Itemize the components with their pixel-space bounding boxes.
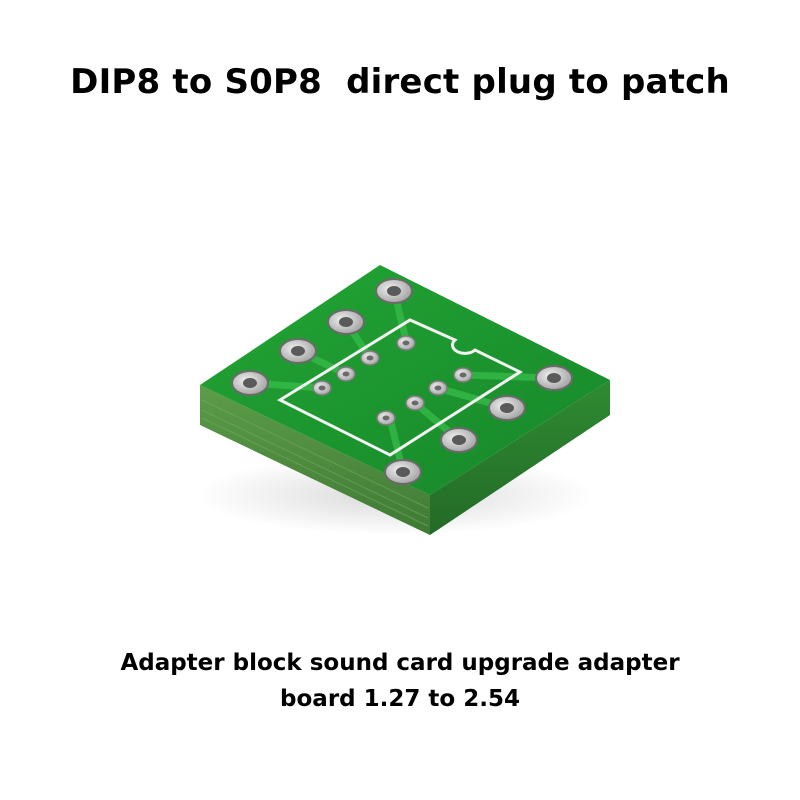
page-title: DIP8 to S0P8 direct plug to patch	[70, 62, 730, 102]
caption-line-2: board 1.27 to 2.54	[280, 686, 520, 712]
small-drill-holes	[318, 340, 467, 421]
caption-line-1: Adapter block sound card upgrade adapter	[120, 650, 680, 676]
board-top-face	[200, 265, 610, 495]
adapter-pcb-illustration	[195, 265, 610, 535]
board-edge-texture	[201, 399, 429, 527]
drill-holes	[243, 286, 561, 477]
product-caption: Adapter block sound card upgrade adapter…	[0, 645, 800, 717]
adapter-pcb-photo	[180, 250, 620, 550]
board-left-edge	[200, 385, 430, 535]
silkscreen-outline	[276, 318, 524, 457]
board-right-edge	[430, 380, 610, 535]
